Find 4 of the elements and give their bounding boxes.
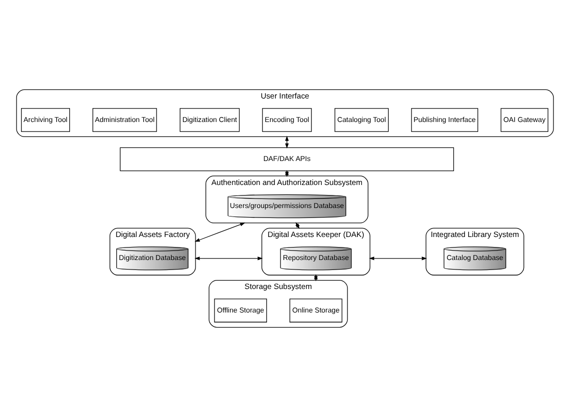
arrow: [194, 222, 246, 242]
arrow: [285, 135, 289, 148]
arrow: [194, 256, 263, 260]
arrow: [369, 256, 427, 260]
